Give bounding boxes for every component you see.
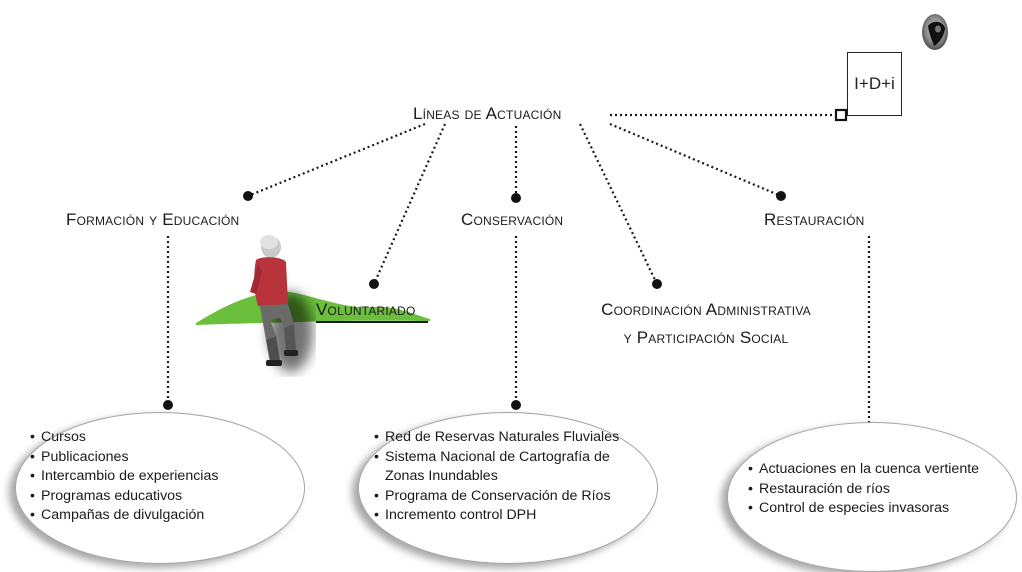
node-dot (511, 193, 521, 203)
list-item: Programa de Conservación de Ríos (374, 487, 619, 507)
list-item: Restauración de ríos (748, 480, 979, 500)
node-dot (776, 191, 786, 201)
grass-shape (196, 291, 430, 325)
list-item: Control de especies invasoras (748, 499, 979, 519)
branch-coordinacion-line1: Coordinación Administrativa (601, 300, 811, 319)
branch-conservacion: Conservación (461, 210, 564, 229)
list-item: Publicaciones (30, 448, 218, 468)
volunteer-person-icon (236, 232, 316, 377)
list-item: Intercambio de experiencias (30, 467, 218, 487)
list-item: Cursos (30, 428, 218, 448)
list-item: Actuaciones en la cuenca vertiente (748, 460, 979, 480)
connector-formacion (247, 122, 426, 198)
node-dot (163, 400, 173, 410)
node-dot (369, 279, 379, 289)
node-dot (511, 400, 521, 410)
idi-connector-square (834, 108, 848, 122)
list-item-continuation: Zonas Inundables (385, 468, 498, 485)
list-item: Programas educativos (30, 487, 218, 507)
connector-coordinacion (579, 123, 658, 285)
node-dot (243, 191, 253, 201)
formacion-list: Cursos Publicaciones Intercambio de expe… (30, 428, 218, 526)
list-item: Red de Reservas Naturales Fluviales (374, 428, 619, 448)
voluntariado-underline (316, 321, 428, 323)
list-item: Campañas de divulgación (30, 506, 218, 526)
list-item: Sistema Nacional de Cartografía de (374, 448, 619, 468)
diagram-title: Líneas de Actuación (413, 104, 562, 123)
connector-voluntariado (372, 123, 447, 285)
branch-coordinacion-line2: y Participación Social (623, 328, 789, 347)
branch-voluntariado: Voluntariado (316, 300, 416, 319)
node-dot (652, 279, 662, 289)
eye-icon (920, 12, 950, 52)
idi-box: I+D+i (847, 52, 902, 116)
connector-restauracion (609, 122, 782, 198)
branch-restauracion: Restauración (764, 210, 865, 229)
restauracion-list: Actuaciones en la cuenca vertiente Resta… (748, 460, 979, 519)
conservacion-list: Red de Reservas Naturales Fluviales Sist… (374, 428, 619, 526)
list-item: Incremento control DPH (374, 506, 619, 526)
branch-formacion: Formación y Educación (66, 210, 240, 229)
